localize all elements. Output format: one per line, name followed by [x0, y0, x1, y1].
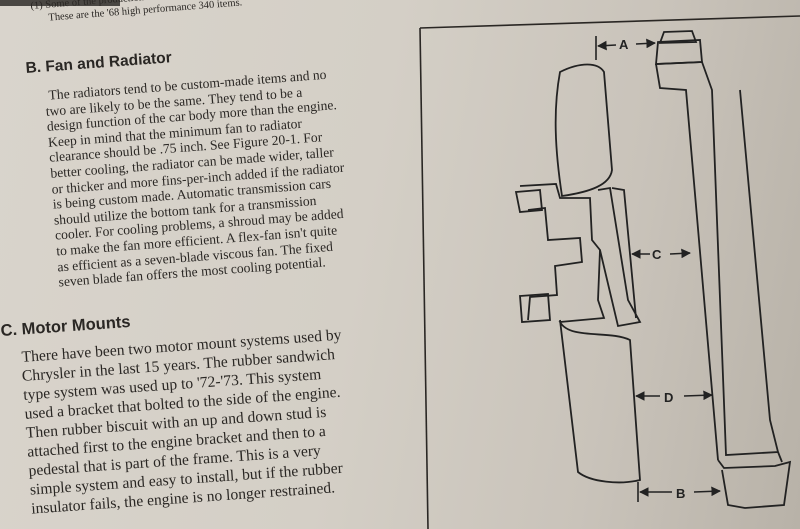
dimension-a — [595, 36, 656, 60]
dimension-label-b: B — [676, 486, 685, 501]
top-edge-strip — [0, 0, 120, 6]
figure-frame-left — [419, 27, 429, 529]
figure-frame-top — [419, 15, 800, 29]
dimension-d — [635, 390, 713, 401]
dimension-label-d: D — [664, 390, 673, 405]
dimension-label-a: A — [619, 37, 629, 52]
engine-fan-assembly — [514, 63, 642, 484]
dimension-b — [637, 482, 721, 502]
dimension-c — [631, 248, 691, 259]
dimension-label-c: C — [652, 247, 662, 262]
radiator — [655, 30, 792, 509]
